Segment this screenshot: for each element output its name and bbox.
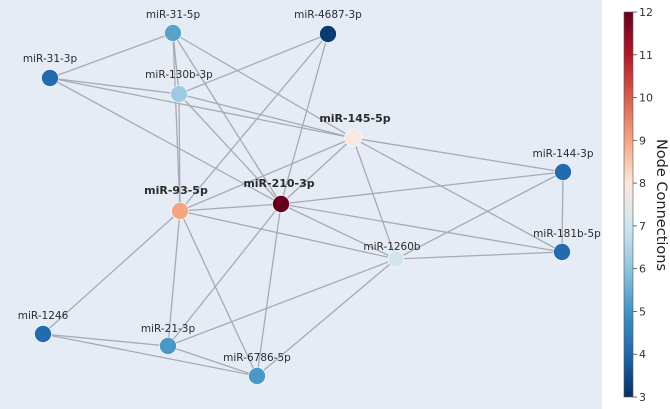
node-miR-4687-3p[interactable] bbox=[319, 25, 337, 43]
edge-miR-145-5p-miR-93-5p bbox=[179, 137, 354, 212]
node-label-miR-21-3p: miR-21-3p bbox=[141, 323, 196, 335]
node-miR-93-5p[interactable] bbox=[171, 202, 189, 220]
edge-miR-145-5p-miR-144-3p bbox=[352, 137, 564, 173]
node-label-miR-1260b: miR-1260b bbox=[363, 241, 421, 253]
edge-miR-1246-miR-6786-5p bbox=[42, 333, 258, 377]
edge-miR-31-3p-miR-130b-3p bbox=[49, 77, 180, 95]
colorbar-tick-label: 9 bbox=[639, 134, 646, 147]
node-label-miR-144-3p: miR-144-3p bbox=[533, 148, 594, 160]
edge-miR-210-3p-miR-144-3p bbox=[280, 171, 564, 205]
node-label-miR-145-5p: miR-145-5p bbox=[319, 112, 390, 125]
node-miR-1260b[interactable] bbox=[387, 250, 405, 268]
edge-miR-31-3p-miR-210-3p bbox=[49, 77, 282, 205]
colorbar-tick-label: 12 bbox=[639, 6, 653, 19]
node-miR-1246[interactable] bbox=[34, 325, 52, 343]
edge-miR-93-5p-miR-1246 bbox=[42, 210, 181, 335]
edge-miR-130b-3p-miR-210-3p bbox=[178, 93, 282, 205]
node-label-miR-93-5p: miR-93-5p bbox=[144, 184, 208, 197]
node-miR-145-5p[interactable] bbox=[344, 129, 362, 147]
node-miR-130b-3p[interactable] bbox=[170, 85, 188, 103]
node-label-miR-31-5p: miR-31-5p bbox=[146, 9, 201, 21]
colorbar-tick-label: 8 bbox=[639, 177, 646, 190]
plot-background bbox=[0, 0, 602, 409]
node-miR-144-3p[interactable] bbox=[554, 163, 572, 181]
edge-miR-4687-3p-miR-130b-3p bbox=[178, 33, 329, 95]
edge-miR-93-5p-miR-6786-5p bbox=[179, 210, 258, 377]
edge-miR-145-5p-miR-181b-5p bbox=[352, 137, 563, 253]
colorbar-tick-label: 3 bbox=[639, 391, 646, 404]
node-miR-31-3p[interactable] bbox=[41, 69, 59, 87]
colorbar-tick-label: 6 bbox=[639, 263, 646, 276]
edge-miR-31-3p-miR-145-5p bbox=[49, 77, 354, 139]
edge-miR-31-5p-miR-130b-3p bbox=[172, 32, 180, 95]
node-miR-210-3p[interactable] bbox=[272, 195, 290, 213]
edge-miR-210-3p-miR-181b-5p bbox=[280, 203, 563, 253]
colorbar-tick-label: 11 bbox=[639, 49, 653, 62]
node-label-miR-6786-5p: miR-6786-5p bbox=[223, 352, 291, 364]
colorbar-ticks: 3 4 5 6 7 8 9 10 11 12 bbox=[633, 6, 653, 404]
edge-miR-144-3p-miR-1260b bbox=[395, 171, 564, 260]
edge-miR-1260b-miR-21-3p bbox=[167, 258, 397, 347]
node-layer bbox=[34, 24, 572, 385]
colorbar-title: Node Connections bbox=[653, 139, 669, 271]
node-miR-31-5p[interactable] bbox=[164, 24, 182, 42]
edge-miR-210-3p-miR-21-3p bbox=[167, 203, 282, 347]
edge-miR-31-5p-miR-145-5p bbox=[172, 32, 354, 139]
edge-miR-210-3p-miR-1260b bbox=[280, 203, 397, 260]
edge-miR-21-3p-miR-6786-5p bbox=[167, 345, 258, 377]
edge-miR-93-5p-miR-210-3p bbox=[179, 203, 282, 212]
edge-miR-93-5p-miR-1260b bbox=[179, 210, 397, 260]
edge-layer bbox=[42, 32, 564, 377]
colorbar: 3 4 5 6 7 8 9 10 11 12 Node Connections bbox=[623, 6, 669, 404]
edge-miR-130b-3p-miR-145-5p bbox=[178, 93, 354, 139]
edge-miR-93-5p-miR-21-3p bbox=[167, 210, 181, 347]
edge-miR-145-5p-miR-1260b bbox=[352, 137, 397, 260]
node-label-miR-4687-3p: miR-4687-3p bbox=[294, 9, 362, 21]
node-label-miR-181b-5p: miR-181b-5p bbox=[533, 228, 601, 240]
edge-miR-130b-3p-miR-93-5p bbox=[178, 93, 181, 212]
edge-miR-1260b-miR-6786-5p bbox=[256, 258, 397, 377]
edge-miR-31-5p-miR-93-5p bbox=[172, 32, 181, 212]
node-label-miR-31-3p: miR-31-3p bbox=[23, 53, 78, 65]
node-miR-6786-5p[interactable] bbox=[248, 367, 266, 385]
edge-miR-145-5p-miR-210-3p bbox=[280, 137, 354, 205]
colorbar-scale bbox=[623, 11, 634, 398]
node-label-miR-1246: miR-1246 bbox=[18, 310, 69, 322]
node-label-miR-210-3p: miR-210-3p bbox=[243, 177, 314, 190]
edge-miR-1246-miR-21-3p bbox=[42, 333, 169, 347]
node-miR-181b-5p[interactable] bbox=[553, 243, 571, 261]
edge-miR-4687-3p-miR-93-5p bbox=[179, 33, 329, 212]
edge-miR-144-3p-miR-181b-5p bbox=[561, 171, 564, 253]
edge-miR-31-5p-miR-31-3p bbox=[49, 32, 174, 79]
node-miR-21-3p[interactable] bbox=[159, 337, 177, 355]
edge-miR-4687-3p-miR-210-3p bbox=[280, 33, 329, 205]
colorbar-tick-label: 7 bbox=[639, 220, 646, 233]
colorbar-tick-label: 10 bbox=[639, 92, 653, 105]
edge-miR-210-3p-miR-6786-5p bbox=[256, 203, 282, 377]
colorbar-tick-label: 4 bbox=[639, 348, 646, 361]
label-layer: miR-31-5p miR-4687-3p miR-31-3p miR-130b-3p… bbox=[18, 9, 601, 364]
edge-miR-181b-5p-miR-1260b bbox=[395, 251, 563, 260]
node-label-miR-130b-3p: miR-130b-3p bbox=[145, 69, 213, 81]
colorbar-tick-label: 5 bbox=[639, 305, 646, 318]
